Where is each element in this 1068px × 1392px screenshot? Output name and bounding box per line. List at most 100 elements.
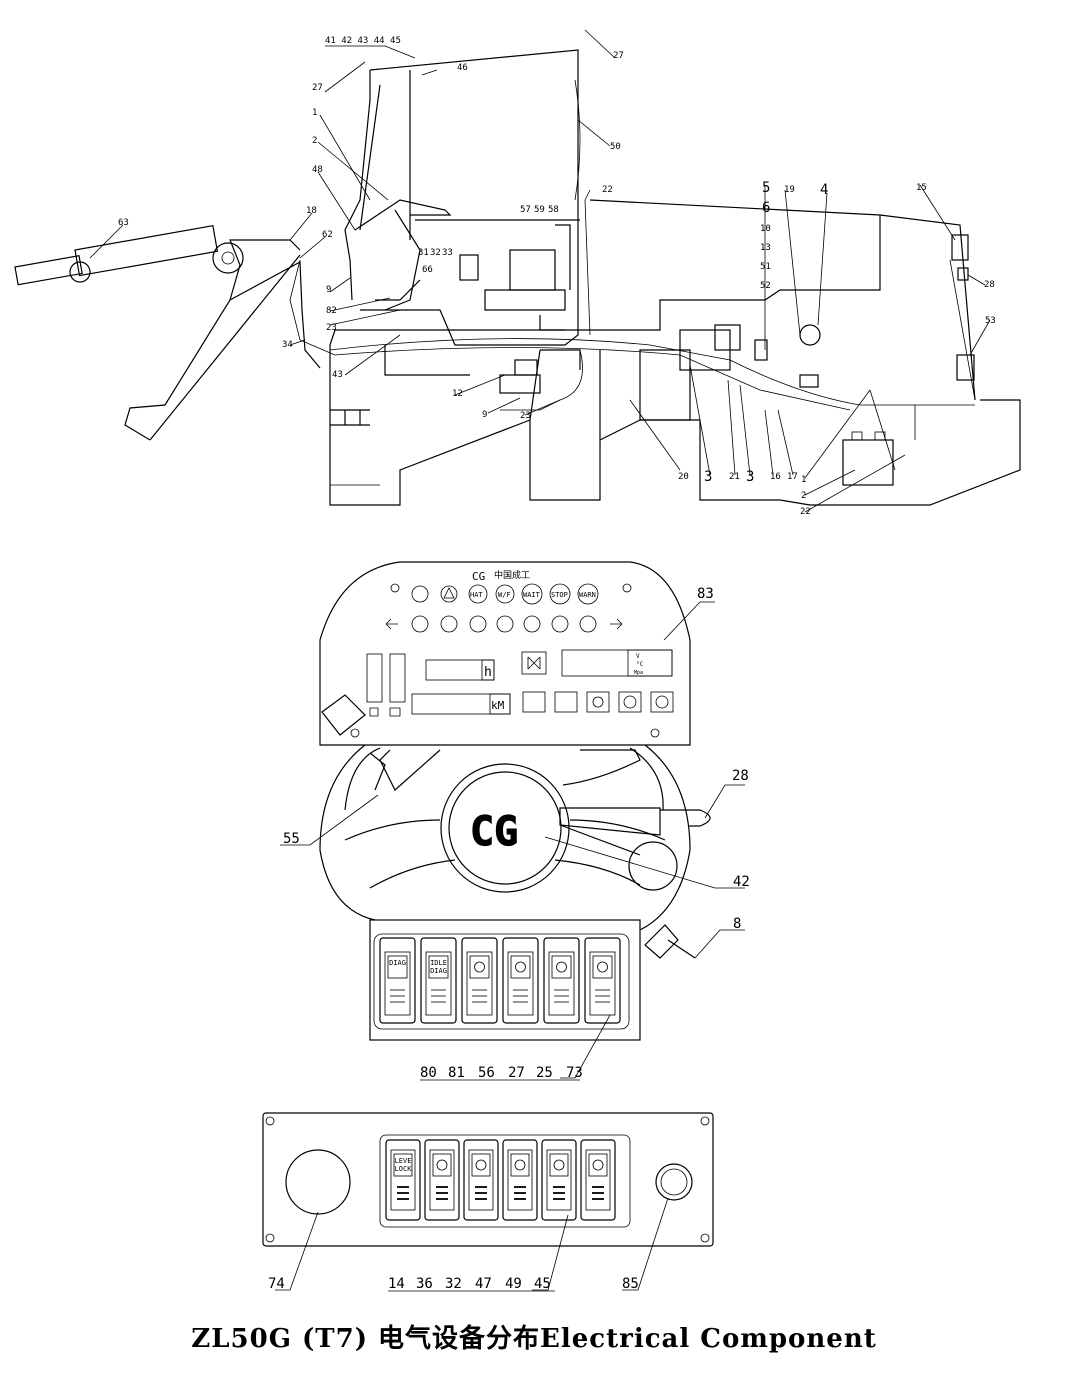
svg-text:Mpa: Mpa	[634, 670, 643, 676]
svg-text:STOP: STOP	[551, 591, 568, 599]
callout-53: 53	[985, 316, 996, 326]
callout-32: 32	[430, 248, 441, 258]
callout-31: 31	[418, 248, 429, 258]
indicator-stop	[549, 583, 571, 605]
switch-symbol-icon	[597, 961, 608, 973]
indicator-lamp-2	[411, 615, 429, 633]
loader-side-view	[14, 49, 1021, 506]
round-switch	[655, 1163, 693, 1201]
callout-18: 18	[306, 206, 317, 216]
dash-button-3-icon	[586, 691, 610, 713]
rocker-switch-6[interactable]	[584, 937, 621, 1024]
callout-47: 47	[475, 1276, 492, 1292]
rocker-switch-b6[interactable]	[580, 1139, 616, 1221]
svg-text:LOCK: LOCK	[395, 1165, 413, 1173]
rocker-switch-b5[interactable]	[541, 1139, 577, 1221]
warning-triangle-icon	[440, 585, 458, 603]
callout-82: 82	[326, 306, 337, 316]
callout-48: 48	[312, 165, 323, 175]
multi-gauge-display	[561, 649, 673, 677]
rocker-switch-5[interactable]	[543, 937, 580, 1024]
callout-16: 16	[770, 472, 781, 482]
callout-46: 46	[457, 63, 468, 73]
rocker-switch-b3[interactable]	[463, 1139, 499, 1221]
hazard-button-icon	[521, 651, 547, 675]
switch-symbol-icon	[475, 1159, 487, 1171]
callout-74: 74	[268, 1276, 285, 1292]
switch-symbol-icon	[556, 961, 567, 973]
callout-32-switch: 32	[445, 1276, 462, 1292]
callout-14: 14	[388, 1276, 405, 1292]
rocker-switch-4[interactable]	[502, 937, 539, 1024]
large-round-gauge	[285, 1149, 351, 1215]
callout-58: 58	[548, 205, 559, 215]
callout-45-switch: 45	[534, 1276, 551, 1292]
callout-10: 10	[760, 224, 771, 234]
switch-panel-2-callouts: 14 36 32 47 49 45	[388, 1276, 551, 1292]
dash-button-battery-icon	[554, 691, 578, 713]
callout-43: 43	[332, 370, 343, 380]
callout-42: 42	[733, 874, 750, 890]
callout-62: 62	[322, 230, 333, 240]
callout-41-45: 41 42 43 44 45	[325, 36, 401, 46]
indicator-warn	[577, 583, 599, 605]
callout-85: 85	[622, 1276, 639, 1292]
indicator-lamp-5	[551, 615, 569, 633]
dashboard-panel: CG 中国成工 HAT W/F WAIT STOP WARN	[319, 561, 715, 746]
dash-button-4-icon	[618, 691, 642, 713]
indicator-row-top: HAT W/F WAIT STOP WARN	[411, 583, 599, 605]
rocker-switch-1[interactable]: DIAG	[379, 937, 416, 1024]
switch-panel-1-callouts: 80 81 56 27 25 73	[420, 1065, 583, 1081]
switch-symbol-icon	[436, 1159, 448, 1171]
battery-icon	[440, 615, 458, 633]
callout-27-cab: 27	[312, 83, 323, 93]
callout-28-steering: 28	[732, 768, 749, 784]
rocker-switch-b2[interactable]	[424, 1139, 460, 1221]
callout-2-battery: 2	[801, 491, 806, 501]
callout-15: 15	[916, 183, 927, 193]
rocker-switch-3[interactable]	[461, 937, 498, 1024]
rocker-switch-b4[interactable]	[502, 1139, 538, 1221]
callout-6: 6	[762, 200, 770, 216]
callout-19: 19	[784, 185, 795, 195]
right-turn-arrow-icon	[610, 618, 623, 630]
svg-text:IDLE: IDLE	[430, 959, 447, 967]
loader-leader-lines	[89, 29, 991, 513]
dash-buttons	[522, 691, 674, 713]
svg-text:°C: °C	[636, 661, 644, 668]
callout-49: 49	[505, 1276, 522, 1292]
callout-4: 4	[820, 182, 828, 198]
callout-5: 5	[762, 180, 770, 196]
indicator-row-second	[385, 615, 623, 633]
dashboard-brand: CG	[472, 570, 485, 583]
callout-23-cab: 23	[326, 323, 337, 333]
svg-text:LEVE: LEVE	[395, 1157, 412, 1165]
svg-text:WAIT: WAIT	[523, 591, 541, 599]
dashboard-brand-cn: 中国成工	[494, 569, 530, 581]
steering-wheel: CG 28 55 42 8	[280, 744, 750, 959]
callout-20: 20	[678, 472, 689, 482]
svg-text:DIAG: DIAG	[389, 959, 406, 967]
callout-27-roof: 27	[613, 51, 624, 61]
svg-text:WARN: WARN	[579, 591, 596, 599]
callout-52: 52	[760, 281, 771, 291]
callout-80: 80	[420, 1065, 437, 1081]
callout-51: 51	[760, 262, 771, 272]
callout-73: 73	[566, 1065, 583, 1081]
callout-28-engine: 28	[984, 280, 995, 290]
switch-symbol-icon	[474, 961, 485, 973]
km-unit: kM	[491, 699, 505, 712]
svg-text:W/F: W/F	[498, 591, 511, 599]
callout-33: 33	[442, 248, 453, 258]
svg-text:HAT: HAT	[470, 591, 483, 599]
callout-34: 34	[282, 340, 293, 350]
callout-66: 66	[422, 265, 433, 275]
parking-icon	[496, 615, 514, 633]
dash-button-1-icon	[522, 691, 546, 713]
key-switch-icon	[321, 694, 366, 736]
callout-56: 56	[478, 1065, 495, 1081]
